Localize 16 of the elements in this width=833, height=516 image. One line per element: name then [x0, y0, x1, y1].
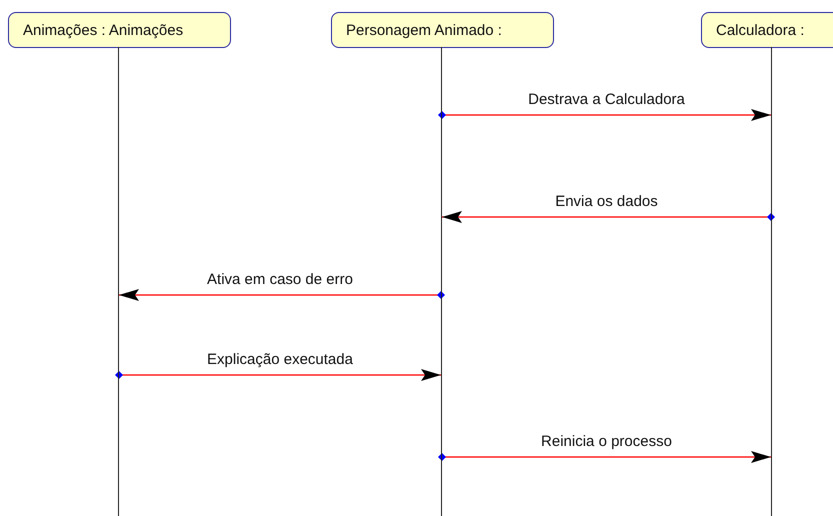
lifeline: [441, 47, 442, 516]
lifeline: [118, 47, 119, 516]
lifeline: [771, 47, 772, 516]
message-label: Reinicia o processo: [539, 433, 674, 450]
lifeline-header: [8, 12, 231, 48]
message-arrow: [119, 289, 445, 301]
lifeline-header: [701, 12, 833, 48]
participant-name: Calculadora :: [716, 22, 804, 38]
lifeline-header: [331, 12, 554, 48]
message-arrow: [438, 109, 771, 121]
message-arrow: [442, 211, 775, 223]
message-arrow: [438, 451, 771, 463]
participant-name: Animações : Animações: [23, 22, 184, 38]
message-arrow: [115, 369, 441, 381]
message-label: Explicação executada: [205, 351, 355, 368]
participant-name: Personagem Animado :: [346, 22, 502, 38]
